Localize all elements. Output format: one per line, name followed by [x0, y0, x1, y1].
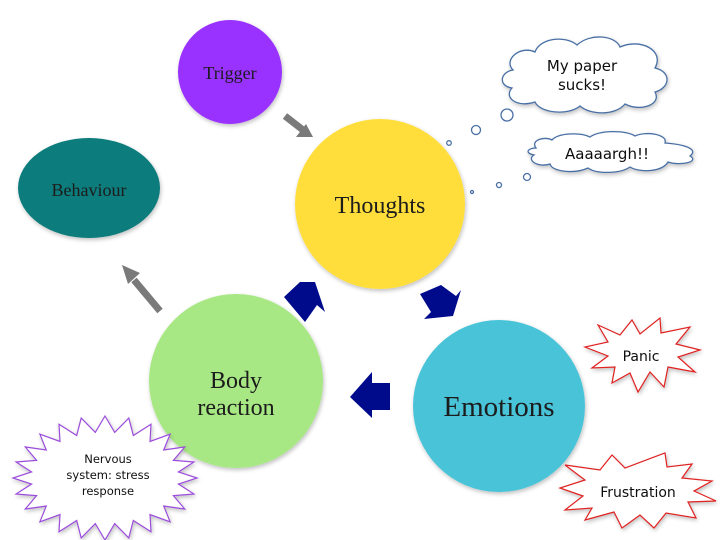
node-emotions-label: Emotions [443, 391, 554, 423]
bubble-dot [446, 140, 452, 146]
bubble-dot [495, 181, 503, 189]
arrow-body-to-thoughts [284, 282, 325, 322]
starburst-frustration: Frustration [558, 452, 717, 529]
starburst-nervous-text-line1: Nervous [84, 452, 132, 466]
starburst-nervous-text-line3: response [82, 484, 134, 498]
cloud-aaargh-text: Aaaaargh!! [565, 145, 649, 163]
node-behaviour-label: Behaviour [52, 180, 127, 200]
cloud-paper-text-line2: sucks! [558, 76, 606, 94]
node-behaviour: Behaviour [18, 138, 160, 238]
thought-cloud-paper: My paper sucks! [501, 36, 668, 114]
bubble-dot [500, 108, 514, 122]
thought-bubble-trail-lower [469, 172, 532, 195]
starburst-panic-text: Panic [623, 349, 660, 365]
starburst-panic: Panic [582, 316, 703, 394]
node-body-label-line2: reaction [197, 395, 274, 421]
bubble-dot [469, 189, 475, 195]
starburst-nervous-system: Nervous system: stress response [11, 414, 199, 540]
node-body-label-line1: Body [210, 368, 262, 394]
node-trigger: Trigger [178, 20, 282, 124]
arrow-body-to-behaviour [122, 265, 163, 314]
node-thoughts: Thoughts [295, 119, 465, 289]
arrow-trigger-to-thoughts [282, 113, 313, 137]
bubble-dot [522, 172, 532, 182]
arrow-thoughts-to-emotions [420, 285, 461, 319]
thought-bubble-trail-upper [446, 108, 514, 146]
starburst-frustration-text: Frustration [600, 485, 676, 501]
cloud-paper-text-line1: My paper [547, 57, 618, 75]
starburst-nervous-text-line2: system: stress [66, 468, 149, 482]
node-thoughts-label: Thoughts [335, 193, 426, 219]
thought-cloud-aaargh: Aaaaargh!! [527, 130, 694, 174]
node-body-reaction: Body reaction [149, 294, 323, 468]
node-emotions: Emotions [413, 320, 585, 492]
bubble-dot [470, 124, 482, 136]
node-trigger-label: Trigger [203, 63, 256, 83]
arrow-emotions-to-body [350, 372, 390, 418]
